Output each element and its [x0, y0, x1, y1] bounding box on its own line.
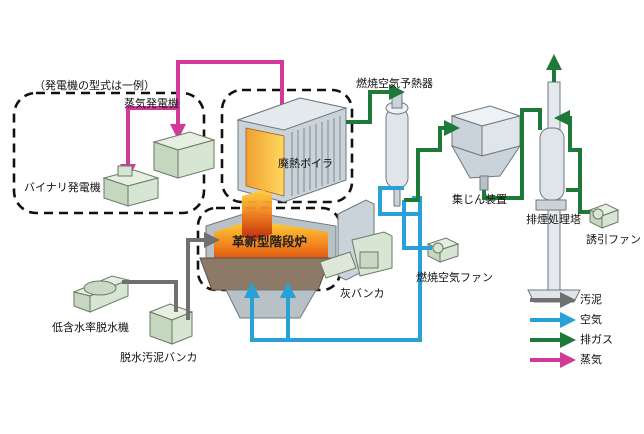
ash-bunker-unit: [319, 199, 393, 281]
waste-heat-boiler-unit: [236, 97, 348, 203]
air-preheater-label: 燃焼空気予熱器: [356, 77, 433, 90]
dust-collector-unit: [450, 105, 522, 191]
binary-generator-unit: [102, 165, 160, 207]
dust-collector-label: 集じん装置: [452, 193, 507, 206]
low-moisture-dehydrator-unit: [72, 275, 130, 313]
flue-gas-tower-label: 排煙処理塔: [526, 213, 581, 226]
low-moisture-dehydrator-label: 低含水率脱水機: [52, 321, 129, 334]
induced-fan-unit: [588, 203, 620, 229]
generator-note: （発電機の型式は一例）: [34, 79, 155, 92]
induced-fan-label: 誘引ファン: [586, 233, 641, 246]
steam-generator-label: 蒸気発電機: [124, 97, 179, 110]
sludge-lines: [122, 232, 220, 320]
exhaust-lines: [346, 54, 590, 214]
binary-generator-label: バイナリ発電機: [24, 181, 101, 194]
combustion-air-fan-label: 燃焼空気ファン: [416, 271, 493, 284]
boiler-dashed-box: [220, 88, 354, 204]
legend-label-steam: 蒸気: [580, 353, 602, 366]
waste-heat-boiler-label: 廃熱ボイラ: [278, 157, 333, 170]
legend-label-air: 空気: [580, 313, 602, 326]
combustor-label: 革新型階段炉: [232, 234, 308, 249]
combustion-air-fan-unit: [426, 237, 460, 263]
legend: [530, 292, 576, 368]
dewatered-sludge-bunker-label: 脱水汚泥バンカ: [120, 351, 198, 364]
legend-label-sludge: 汚泥: [580, 293, 602, 306]
ash-bunker-label: 灰バンカ: [340, 287, 385, 300]
steam-generator-unit: [152, 131, 216, 179]
air-preheater-unit: [385, 91, 409, 207]
dewatered-sludge-bunker-unit: [148, 303, 194, 345]
legend-label-exhaust: 排ガス: [580, 333, 613, 346]
